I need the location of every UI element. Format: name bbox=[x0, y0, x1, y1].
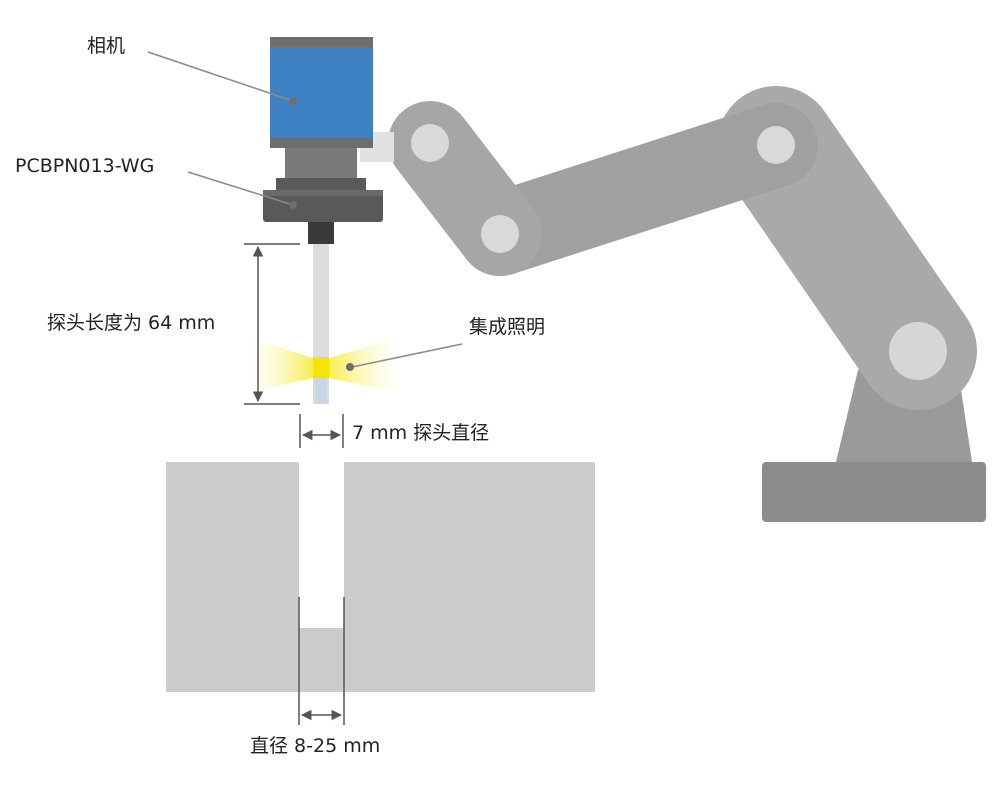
robot-arm bbox=[360, 86, 986, 522]
adapter-leader-dot bbox=[289, 201, 297, 209]
integrated-lighting-label: 集成照明 bbox=[469, 316, 546, 338]
camera-lens-mount bbox=[285, 148, 357, 178]
camera-leader bbox=[147, 51, 294, 102]
probe-diameter-label: 7 mm 探头直径 bbox=[352, 422, 490, 444]
bore-bottom bbox=[299, 628, 344, 692]
workpiece bbox=[166, 462, 595, 725]
camera-body bbox=[270, 47, 373, 138]
workpiece-block-left bbox=[166, 462, 299, 692]
camera-assembly bbox=[250, 37, 398, 404]
adapter-collar bbox=[276, 178, 366, 190]
robot-wrist-link bbox=[388, 101, 542, 276]
robot-joint-wrist bbox=[481, 215, 519, 253]
camera-bottom-cap bbox=[270, 138, 373, 148]
callouts bbox=[147, 51, 463, 371]
robot-joint-base bbox=[889, 322, 947, 380]
camera-top-cap bbox=[270, 37, 373, 47]
integrated-light bbox=[313, 357, 329, 378]
adapter-nozzle bbox=[308, 222, 334, 244]
adapter-leader bbox=[187, 171, 294, 206]
robot-joint-flange bbox=[411, 124, 449, 162]
adapter-body bbox=[263, 190, 383, 222]
lighting-leader-dot bbox=[346, 363, 354, 371]
adapter-ring bbox=[263, 190, 383, 196]
probe-length-label: 探头长度为 64 mm bbox=[47, 312, 216, 334]
camera-leader-dot bbox=[289, 97, 297, 105]
robot-upper-arm bbox=[458, 103, 818, 276]
light-glow-left bbox=[250, 338, 313, 392]
dimensions bbox=[244, 243, 344, 721]
robot-base bbox=[762, 462, 986, 522]
probe-tip bbox=[315, 376, 327, 404]
lighting-leader bbox=[351, 343, 463, 368]
adapter-label: PCBPN013-WG bbox=[15, 155, 155, 177]
robot-joint-elbow bbox=[757, 126, 795, 164]
camera-label: 相机 bbox=[87, 35, 126, 57]
workpiece-block-right bbox=[344, 462, 595, 692]
bore-diameter-label: 直径 8-25 mm bbox=[250, 735, 381, 757]
